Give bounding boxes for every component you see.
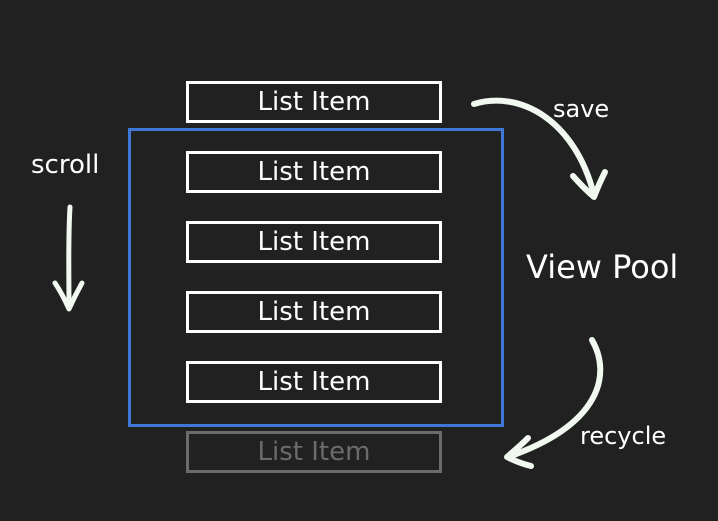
scroll-label: scroll (31, 150, 100, 180)
viewport-frame (128, 128, 504, 427)
list-item: List Item (186, 221, 442, 263)
list-item: List Item (186, 361, 442, 403)
list-item: List Item (186, 151, 442, 193)
list-item: List Item (186, 291, 442, 333)
list-item: List Item (186, 81, 442, 123)
scroll-down-arrow-icon (52, 204, 85, 312)
recycle-label: recycle (580, 422, 667, 450)
list-item-incoming: List Item (186, 431, 442, 473)
view-pool-label: View Pool (526, 248, 679, 286)
save-label: save (553, 95, 610, 123)
recycle-arrow-icon (504, 337, 604, 469)
save-arrow-icon (471, 97, 608, 200)
